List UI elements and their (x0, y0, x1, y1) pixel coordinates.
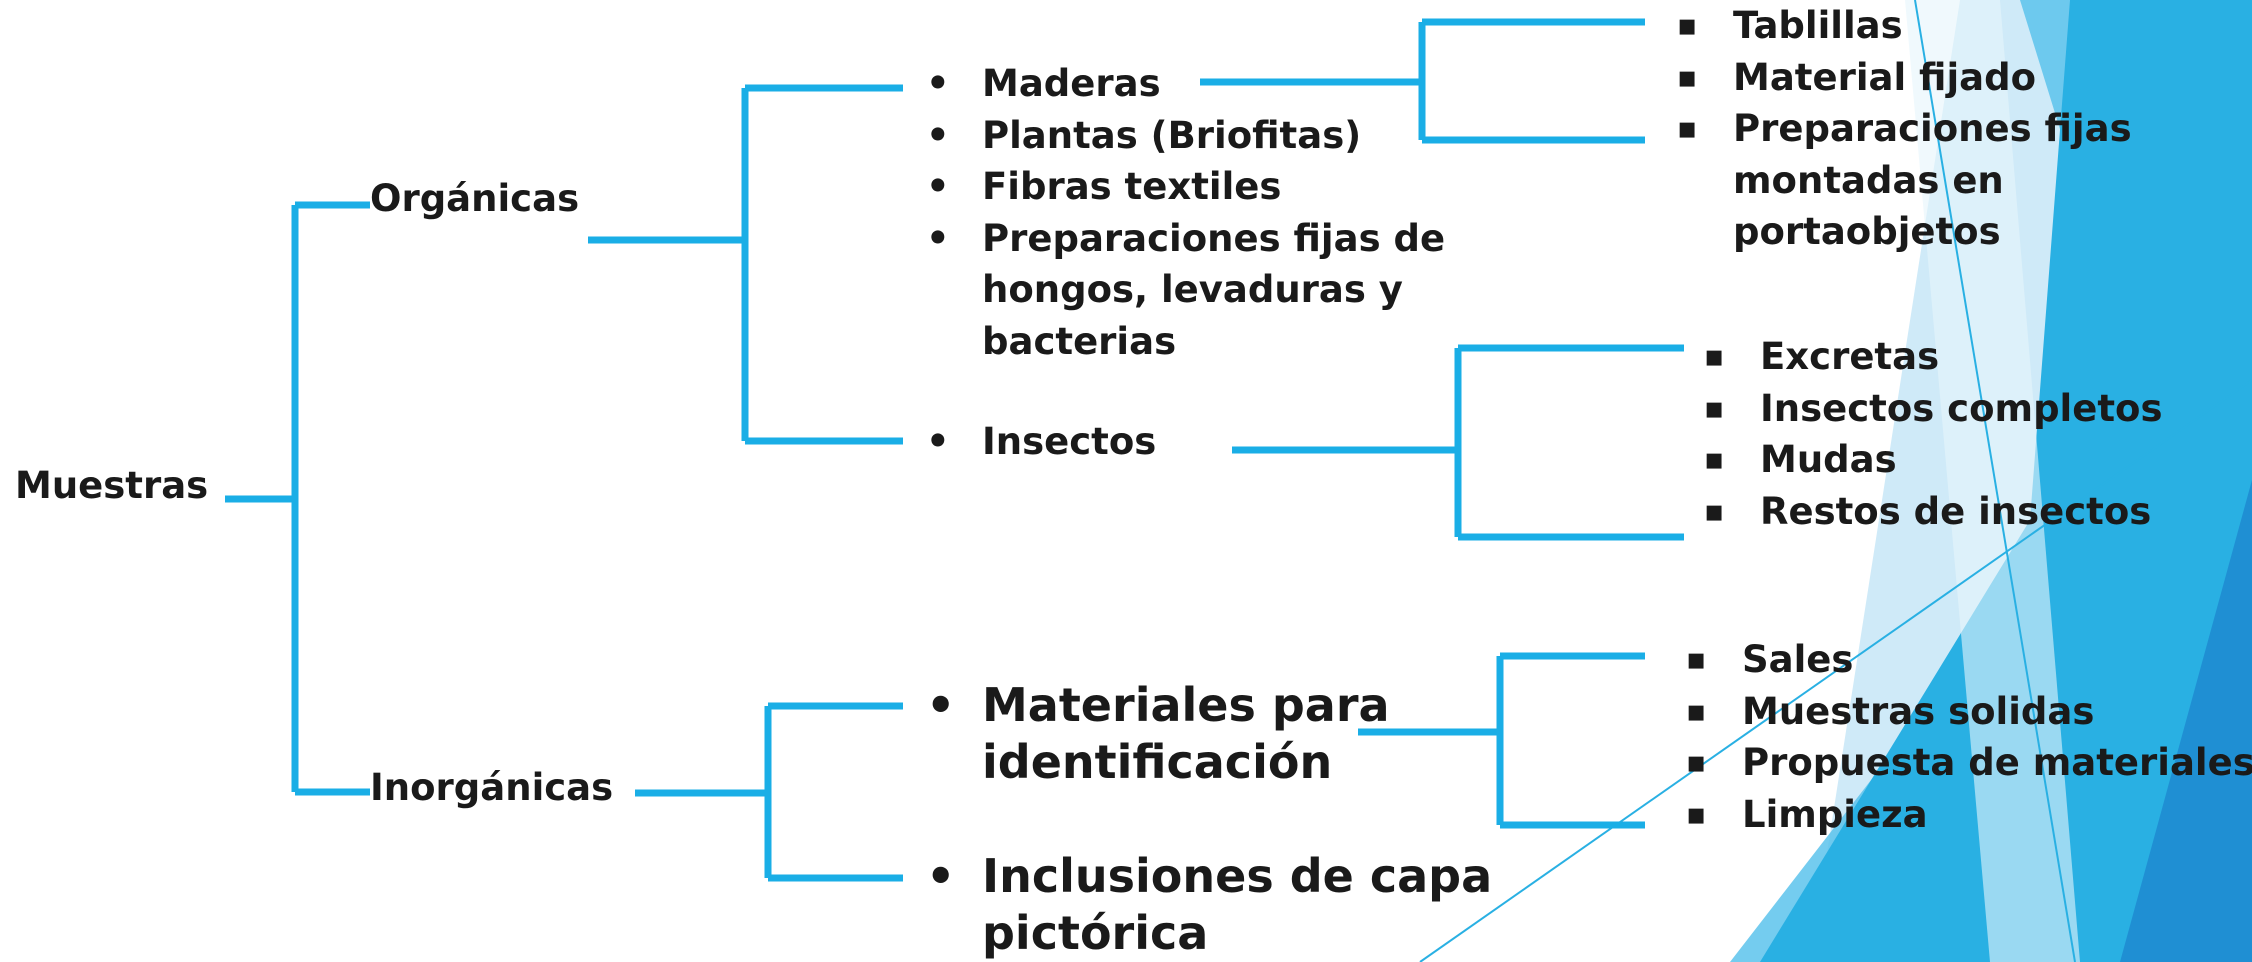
root-label: Muestras (15, 464, 209, 507)
list-item-preparaciones: Preparaciones fijas de (926, 213, 1446, 265)
sublist-item-tablillas: Tablillas (1677, 0, 2132, 52)
sublist-item-limpieza: Limpieza (1686, 789, 2252, 841)
list-item-maderas: Maderas (926, 58, 1445, 110)
sublist-item-preparaciones-cont-2: portaobjetos (1733, 210, 2001, 253)
connector-materiales (1358, 652, 1645, 829)
list-item-inclusiones-cont: pictórica (982, 906, 1209, 960)
materiales-list: Materiales para identificación (926, 677, 1390, 791)
connector-organicas (588, 84, 903, 445)
insectos-list: Insectos (926, 416, 1156, 468)
connector-inorganicas (635, 702, 903, 882)
list-item-preparaciones-line-1: Preparaciones fijas de (982, 216, 1446, 260)
sublist-item-propuesta: Propuesta de materiales (1686, 737, 2252, 789)
sublist-item-muestras-solidas: Muestras solidas (1686, 686, 2252, 738)
insectos-sublist: Excretas Insectos completos Mudas Restos… (1704, 331, 2163, 538)
list-item-materiales-cont: identificación (982, 735, 1333, 789)
sublist-item-excretas: Excretas (1704, 331, 2162, 383)
list-item-inclusiones: Inclusiones de capa (926, 848, 1492, 905)
organicas-label: Orgánicas (370, 177, 580, 220)
sublist-item-mudas: Mudas (1704, 434, 2162, 486)
sublist-item-insectos-completos: Insectos completos (1704, 383, 2163, 435)
materiales-sublist: Sales Muestras solidas Propuesta de mate… (1686, 634, 2252, 841)
connector-insectos (1232, 344, 1684, 541)
list-item-plantas: Plantas (Briofitas) (926, 110, 1445, 162)
inclusiones-list: Inclusiones de capa pictórica (926, 848, 1492, 962)
connector-root (225, 201, 370, 796)
sublist-item-sales: Sales (1686, 634, 2252, 686)
sublist-item-preparaciones-cont-1: montadas en (1733, 158, 2004, 202)
list-item-fibras: Fibras textiles (926, 161, 1445, 213)
sublist-item-material-fijado: Material fijado (1677, 52, 2132, 104)
sublist-item-preparaciones: Preparaciones fijas (1677, 103, 2132, 155)
sublist-item-restos: Restos de insectos (1704, 486, 2162, 538)
inorganicas-label: Inorgánicas (370, 766, 614, 809)
maderas-sublist: Tablillas Material fijado Preparaciones … (1677, 0, 2132, 258)
list-item-preparaciones-cont-2: bacterias (982, 319, 1177, 363)
organicas-list: Maderas Plantas (Briofitas) Fibras texti… (926, 58, 1446, 367)
list-item-insectos: Insectos (926, 416, 1156, 468)
list-item-materiales: Materiales para (926, 677, 1390, 734)
list-item-preparaciones-cont-1: hongos, levaduras y (982, 268, 1403, 311)
